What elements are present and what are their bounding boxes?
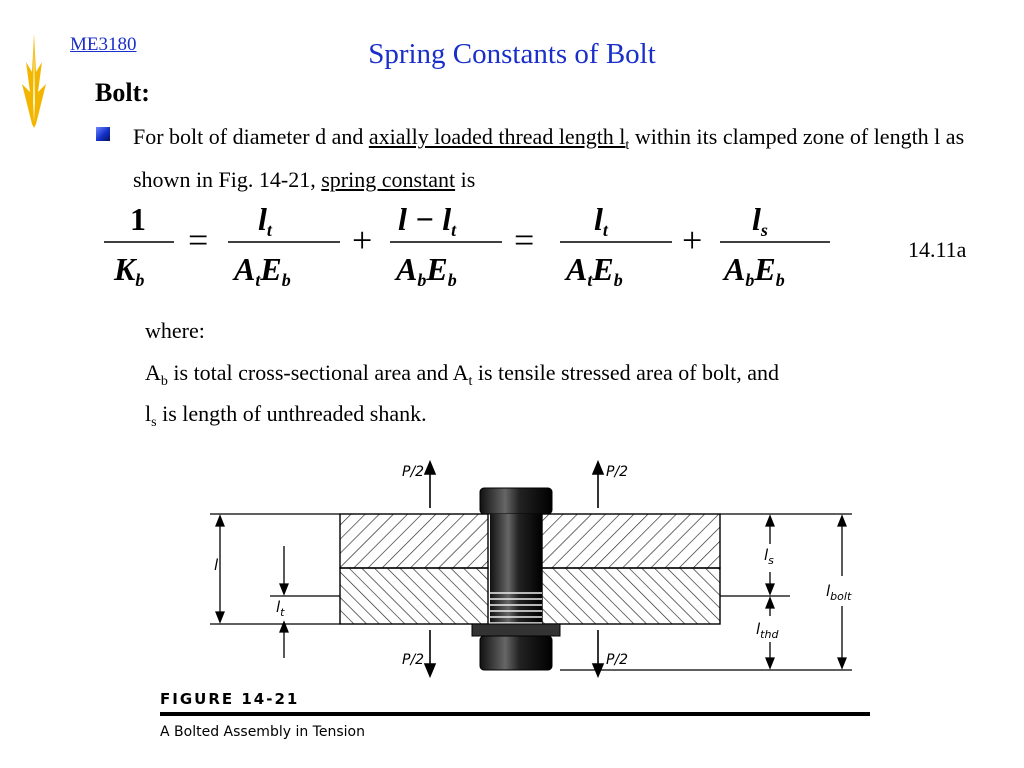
eq-numerator: ls: [752, 201, 768, 240]
university-logo: [22, 34, 46, 128]
plus-sign: +: [352, 220, 372, 260]
plus-sign: +: [682, 220, 702, 260]
right-dimensions: [560, 513, 852, 671]
eq-denominator: Kb: [113, 251, 144, 290]
figure-number: FIGURE 14-21: [160, 690, 299, 708]
page-title: Spring Constants of Bolt: [368, 38, 656, 70]
eq-denominator: AtEb: [564, 251, 623, 290]
area-definition: Ab is total cross-sectional area and At …: [145, 360, 780, 389]
load-arrows: [423, 459, 605, 679]
eq-denominator: AbEb: [394, 251, 457, 290]
equals-sign: =: [514, 220, 534, 260]
course-code: ME3180: [70, 34, 137, 55]
eq-numerator: l − lt: [398, 201, 457, 240]
bullet-icon: [96, 127, 110, 141]
dim-ls-label: ls: [764, 546, 774, 567]
thread-length-term: axially loaded thread length lt: [368, 124, 630, 153]
eq-numerator: lt: [258, 201, 273, 240]
dim-lbolt-label: lbolt: [826, 582, 852, 603]
dim-l-label: l: [214, 556, 219, 574]
left-dimensions: [210, 513, 340, 658]
eq-denominator: AtEb: [232, 251, 291, 290]
dim-lt-label: lt: [276, 598, 285, 619]
dim-lthd-label: lthd: [756, 620, 779, 641]
figure-caption: A Bolted Assembly in Tension: [160, 724, 365, 740]
eq-denominator: AbEb: [722, 251, 785, 290]
spring-constant-term: spring constant: [321, 167, 456, 192]
shank-definition: ls is length of unthreaded shank.: [145, 401, 427, 430]
load-label: P/2: [606, 464, 628, 480]
bullet-text-part: For bolt of diameter d and: [133, 124, 369, 149]
section-heading: Bolt:: [95, 78, 150, 107]
bullet-text-part: within its clamped zone of length l as s…: [133, 124, 965, 192]
load-label: P/2: [402, 652, 424, 668]
bullet-text-part: is: [455, 167, 476, 192]
spring-constant-equation: 1 Kb = lt AtEb + l − lt AbEb = lt AtEb +…: [104, 201, 830, 290]
equation-number: 14.11a: [908, 237, 967, 262]
upper-plate: [339, 513, 721, 569]
equals-sign: =: [188, 220, 208, 260]
bullet-text: For bolt of diameter d and axially loade…: [133, 120, 1003, 197]
where-label: where:: [145, 318, 205, 343]
bolted-assembly-figure: P/2 P/2 P/2 P/2 l lt ls lthd lbolt FIGUR…: [160, 459, 870, 740]
bolt: [471, 487, 561, 671]
load-label: P/2: [402, 464, 424, 480]
load-label: P/2: [606, 652, 628, 668]
eq-numerator: lt: [594, 201, 609, 240]
lower-plate: [339, 567, 721, 625]
eq-numerator: 1: [130, 201, 146, 237]
